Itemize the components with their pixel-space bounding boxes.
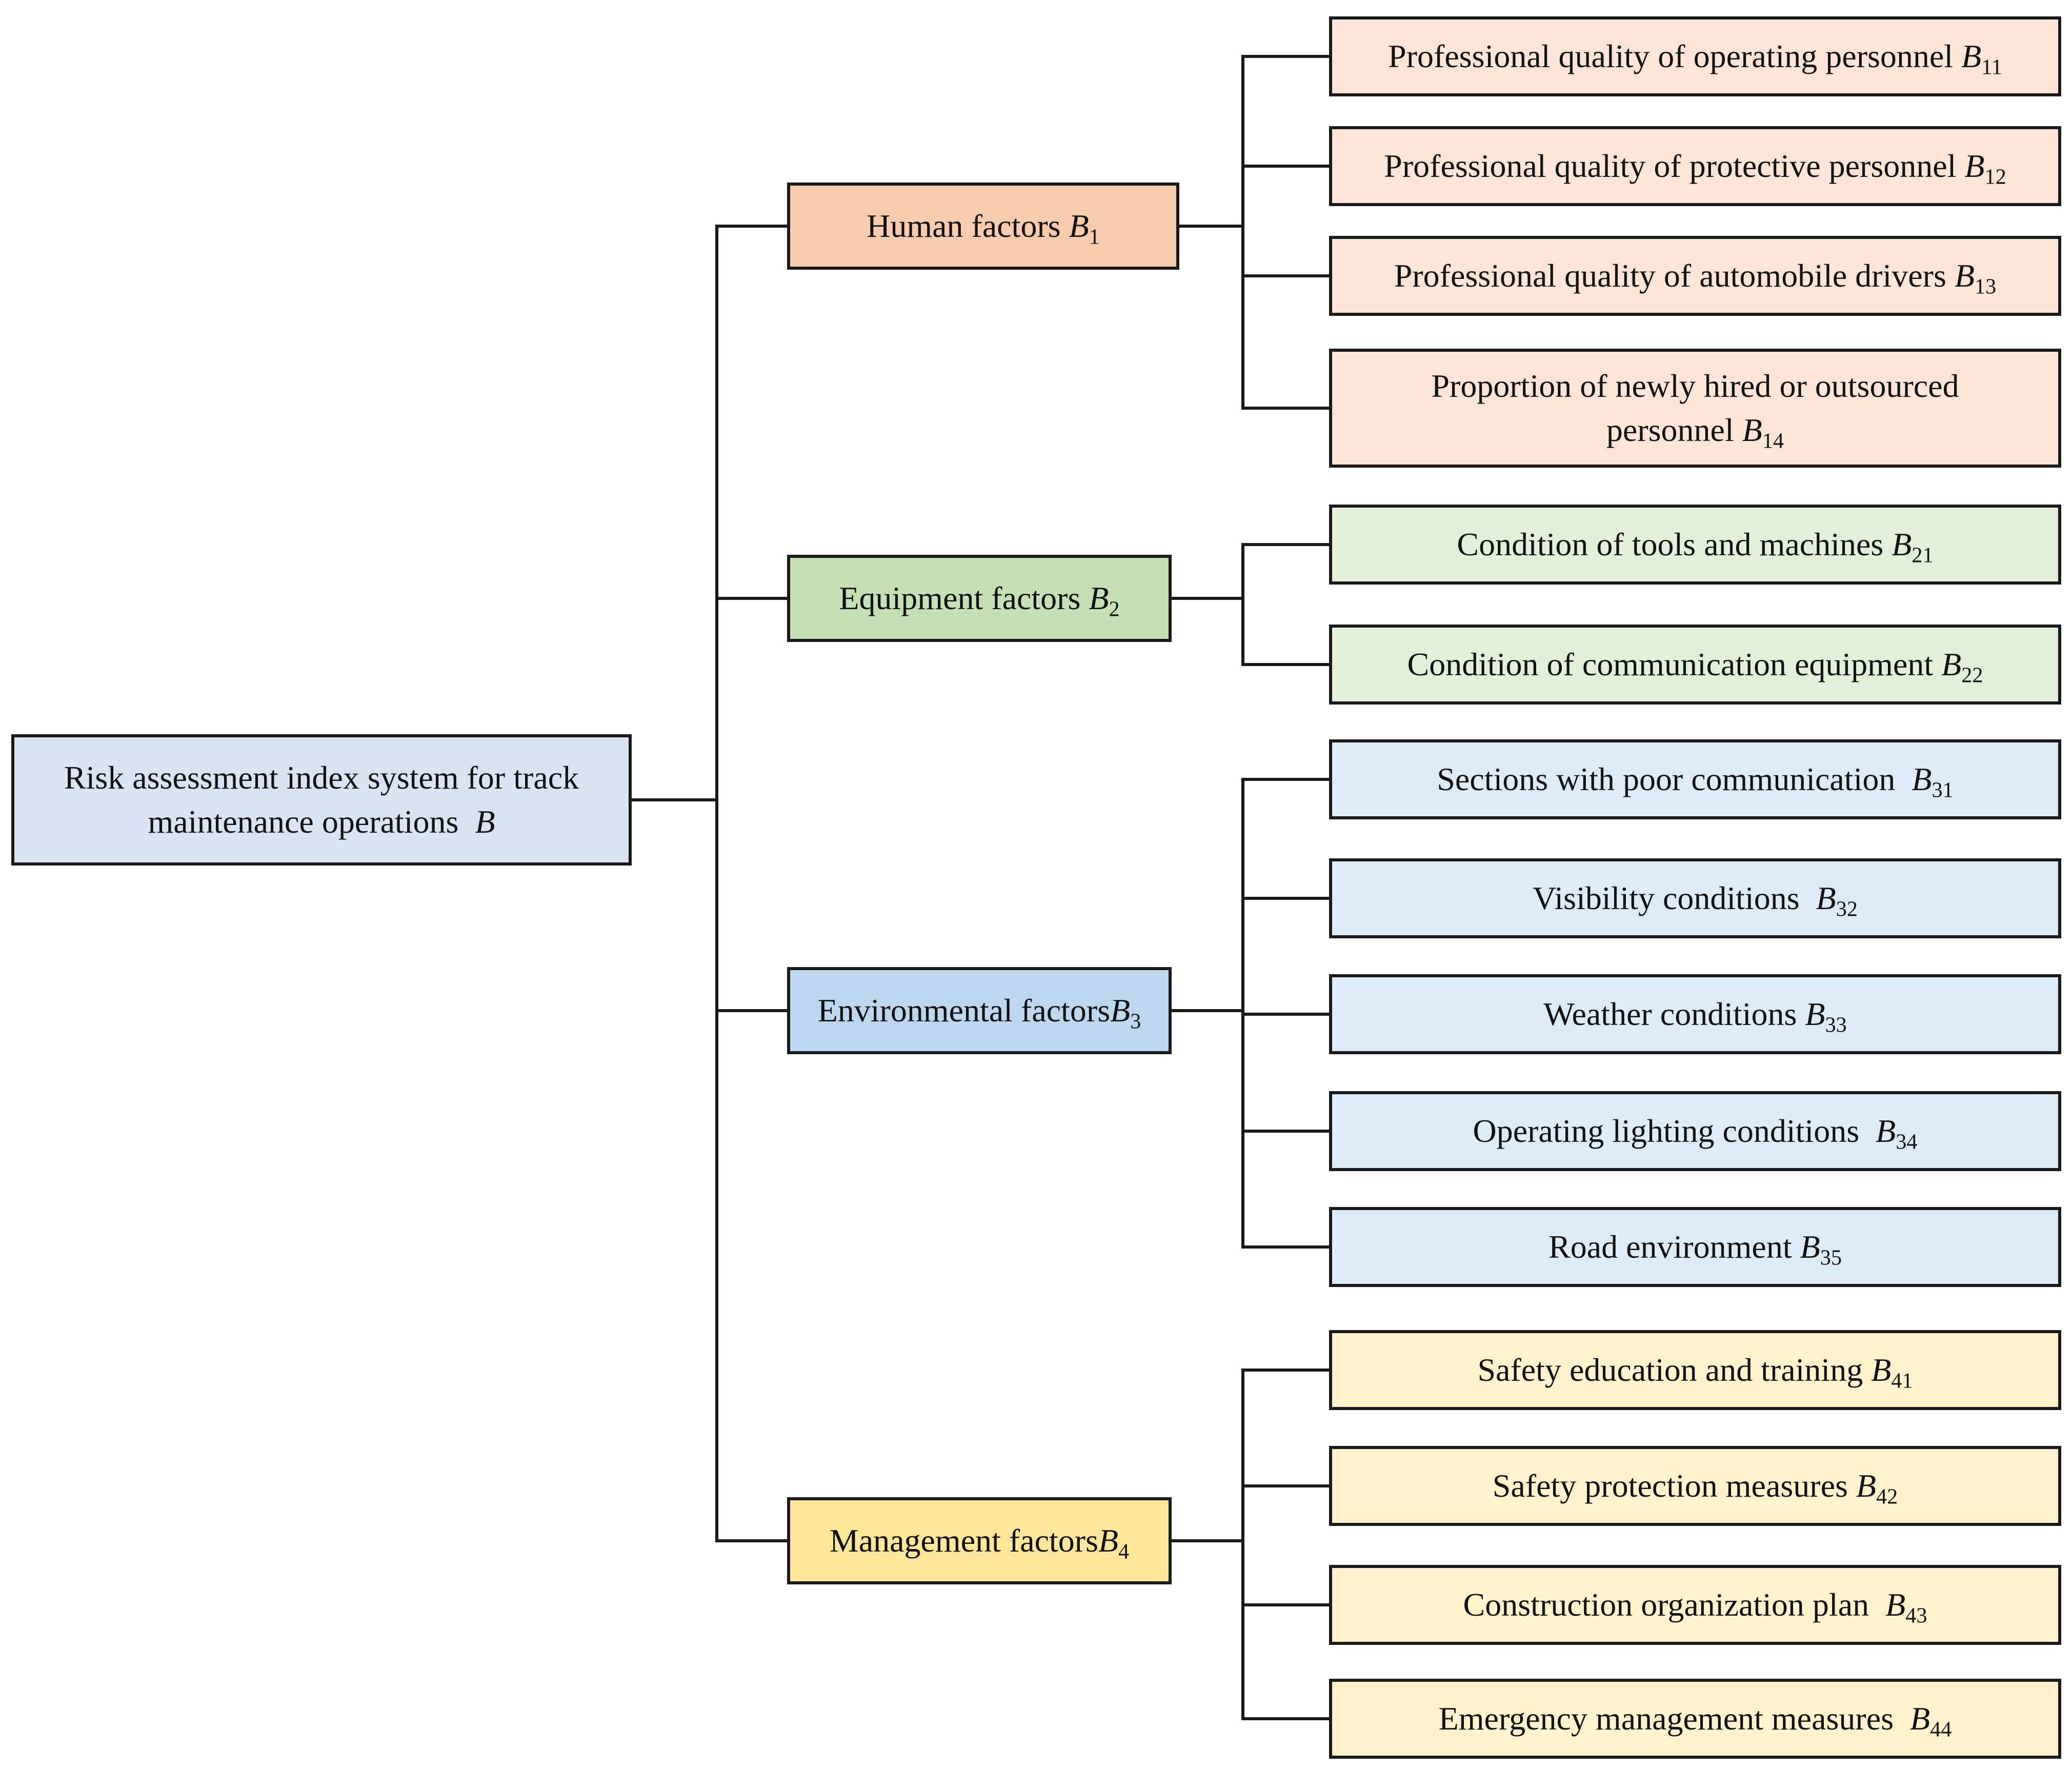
leaf-node-b42: Safety protection measures B42: [1329, 1446, 2061, 1526]
group-node-environmental-factors: Environmental factorsB3: [787, 967, 1172, 1054]
group-node-human-factors: Human factors B1: [787, 183, 1179, 270]
root-label: Risk assessment index system for track m…: [30, 756, 613, 844]
leaf-label: Condition of tools and machines: [1457, 526, 1884, 562]
leaf-label: Safety protection measures: [1492, 1467, 1848, 1504]
leaf-label: Sections with poor communication: [1437, 760, 1896, 797]
group-label: Equipment factors: [839, 579, 1081, 616]
leaf-node-b41: Safety education and training B41: [1329, 1330, 2061, 1410]
group-node-equipment-factors: Equipment factors B2: [787, 555, 1172, 642]
leaf-node-b43: Construction organization plan B43: [1329, 1565, 2061, 1645]
leaf-label: Construction organization plan: [1463, 1586, 1869, 1623]
group-symbol: B3: [1110, 992, 1141, 1034]
leaf-node-b13: Professional quality of automobile drive…: [1329, 236, 2061, 316]
leaf-node-b22: Condition of communication equipment B22: [1329, 625, 2061, 705]
leaf-label: Visibility conditions: [1533, 879, 1800, 916]
group-symbol: B2: [1089, 579, 1120, 621]
leaf-symbol: B11: [1961, 37, 2002, 79]
leaf-symbol: B41: [1871, 1351, 1913, 1393]
leaf-node-b44: Emergency management measures B44: [1329, 1679, 2061, 1759]
leaf-node-b12: Professional quality of protective perso…: [1329, 126, 2061, 206]
leaf-node-b32: Visibility conditions B32: [1329, 858, 2061, 938]
leaf-node-b33: Weather conditions B33: [1329, 974, 2061, 1054]
leaf-node-b21: Condition of tools and machines B21: [1329, 505, 2061, 585]
leaf-label: Professional quality of automobile drive…: [1394, 257, 1946, 294]
group-symbol: B1: [1069, 207, 1100, 249]
leaf-symbol: B31: [1912, 760, 1954, 802]
leaf-symbol: B42: [1856, 1467, 1898, 1509]
group-node-management-factors: Management factorsB4: [787, 1497, 1172, 1584]
leaf-label: Road environment: [1548, 1228, 1792, 1265]
leaf-node-b11: Professional quality of operating person…: [1329, 16, 2061, 96]
root-symbol: B: [475, 803, 495, 840]
leaf-symbol: B34: [1876, 1112, 1918, 1154]
leaf-label: Condition of communication equipment: [1407, 646, 1934, 682]
leaf-symbol: B43: [1885, 1586, 1927, 1628]
leaf-symbol: B32: [1816, 879, 1858, 921]
leaf-symbol: B12: [1964, 147, 2006, 189]
leaf-symbol: B35: [1800, 1228, 1842, 1270]
leaf-symbol: B22: [1941, 646, 1983, 688]
leaf-node-b35: Road environment B35: [1329, 1207, 2061, 1287]
leaf-symbol: B13: [1954, 257, 1997, 299]
root-node: Risk assessment index system for track m…: [11, 734, 632, 866]
leaf-node-b34: Operating lighting conditions B34: [1329, 1091, 2061, 1171]
leaf-symbol: B14: [1742, 412, 1784, 453]
leaf-label: Emergency management measures: [1438, 1700, 1894, 1737]
leaf-symbol: B33: [1805, 995, 1847, 1037]
group-label: Human factors: [867, 207, 1061, 244]
leaf-label: Safety education and training: [1477, 1351, 1863, 1388]
leaf-node-b31: Sections with poor communication B31: [1329, 739, 2061, 819]
leaf-label: Professional quality of operating person…: [1388, 37, 1954, 74]
group-label: Environmental factors: [817, 992, 1111, 1029]
leaf-symbol: B21: [1892, 526, 1934, 568]
leaf-label: Operating lighting conditions: [1473, 1112, 1860, 1149]
leaf-label: Weather conditions: [1543, 995, 1797, 1032]
group-symbol: B4: [1098, 1522, 1130, 1564]
leaf-node-b14: Proportion of newly hired or outsourced …: [1329, 349, 2061, 468]
root-label-text: Risk assessment index system for track m…: [64, 759, 579, 840]
leaf-label: Professional quality of protective perso…: [1384, 147, 1957, 184]
leaf-label: Proportion of newly hired or outsourced …: [1431, 367, 1959, 448]
group-label: Management factors: [829, 1522, 1098, 1559]
leaf-symbol: B44: [1910, 1700, 1952, 1742]
